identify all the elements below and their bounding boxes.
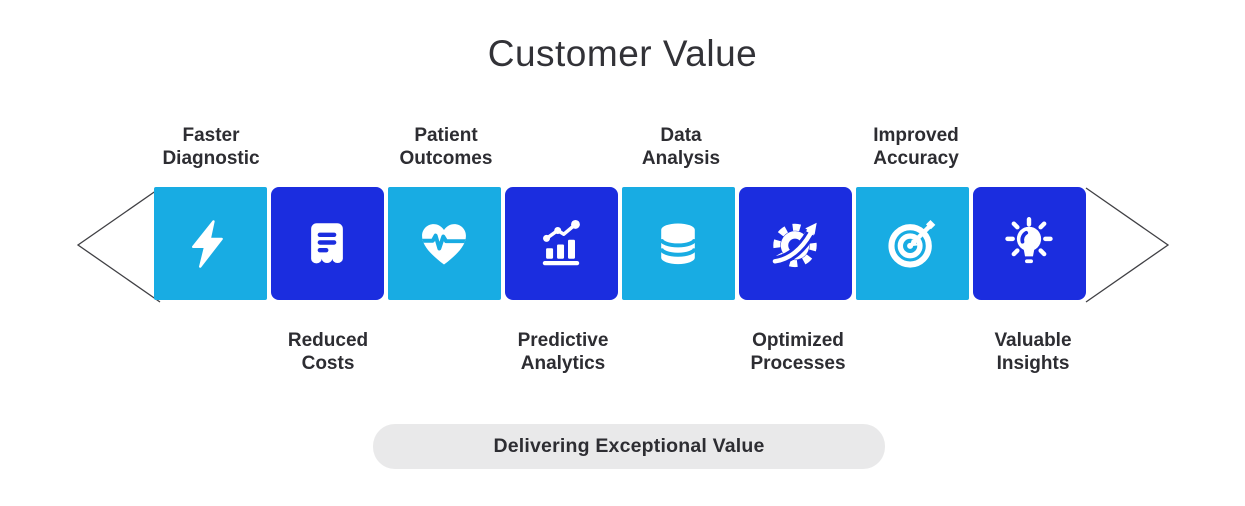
page-title: Customer Value <box>487 33 758 74</box>
label-line: Analytics <box>520 353 606 374</box>
label-line: Processes <box>750 353 846 374</box>
label-valuable-insights: Valuable Insights <box>943 329 1123 375</box>
value-box-optimized-processes <box>739 187 852 300</box>
label-faster-diagnostic: Faster Diagnostic <box>121 124 301 170</box>
bar-chart-icon <box>543 219 581 265</box>
lightbulb-icon <box>1005 216 1053 263</box>
label-line: Analysis <box>641 148 721 169</box>
heart-pulse-icon <box>422 223 467 265</box>
label-line: Accuracy <box>873 148 959 169</box>
banner: Delivering Exceptional Value <box>373 424 885 469</box>
banner-label: Delivering Exceptional Value <box>493 435 765 457</box>
label-line: Diagnostic <box>162 148 260 169</box>
label-reduced-costs: Reduced Costs <box>238 329 418 375</box>
label-line: Valuable <box>994 330 1072 351</box>
value-box-reduced-costs <box>271 187 384 300</box>
label-patient-outcomes: Patient Outcomes <box>356 124 536 170</box>
label-line: Costs <box>301 353 355 374</box>
label-line: Faster <box>182 125 240 146</box>
label-predictive-analytics: Predictive Analytics <box>473 329 653 375</box>
label-line: Patient <box>414 125 478 146</box>
receipt-icon <box>311 222 344 263</box>
value-box-faster-diagnostic <box>154 187 267 300</box>
value-box-valuable-insights <box>973 187 1086 300</box>
label-optimized-processes: Optimized Processes <box>708 329 888 375</box>
left-arrow-icon <box>76 187 161 303</box>
value-box-improved-accuracy <box>856 187 969 300</box>
value-box-data-analysis <box>622 187 735 300</box>
gear-arrow-icon <box>772 222 817 267</box>
label-line: Improved <box>873 125 959 146</box>
lightning-bolt-icon <box>192 219 224 268</box>
label-line: Outcomes <box>399 148 493 169</box>
label-line: Optimized <box>752 330 844 351</box>
label-line: Data <box>660 125 702 146</box>
label-improved-accuracy: Improved Accuracy <box>826 124 1006 170</box>
right-arrow-icon <box>1085 187 1170 303</box>
label-line: Insights <box>996 353 1070 374</box>
value-box-patient-outcomes <box>388 187 501 300</box>
value-box-predictive-analytics <box>505 187 618 300</box>
value-box-row <box>154 187 1086 300</box>
target-icon <box>888 219 936 268</box>
database-icon <box>659 222 698 264</box>
label-line: Predictive <box>517 330 609 351</box>
label-data-analysis: Data Analysis <box>591 124 771 170</box>
label-line: Reduced <box>287 330 369 351</box>
